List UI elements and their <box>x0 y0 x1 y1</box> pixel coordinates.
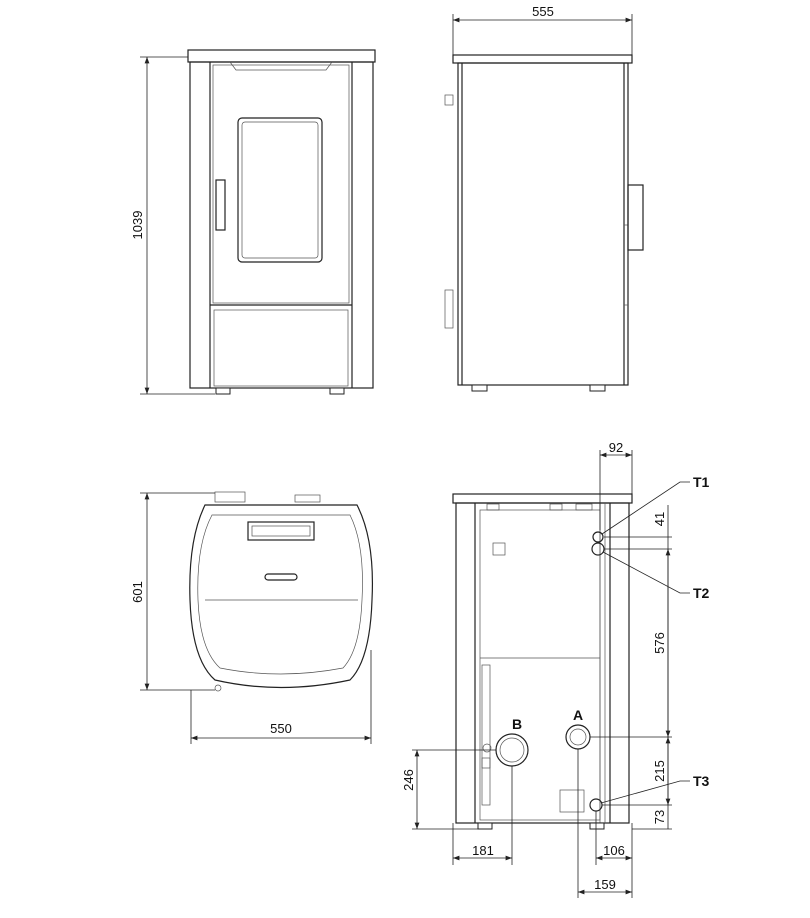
connection-t2 <box>591 542 605 556</box>
dim-t3-offset: 106 <box>603 843 625 858</box>
dim-t1-t2: 41 <box>652 512 667 526</box>
dim-b-height: 246 <box>401 769 416 791</box>
dim-a-offset: 159 <box>594 877 616 892</box>
front-view: 1039 <box>130 49 376 395</box>
dim-t2-a: 576 <box>652 632 667 654</box>
dim-height: 1039 <box>130 211 145 240</box>
connection-t1 <box>592 531 604 543</box>
foot <box>329 387 345 395</box>
dim-a-t3: 215 <box>652 760 667 782</box>
door-handle <box>215 179 226 231</box>
foot <box>215 387 231 395</box>
side-handle <box>627 184 644 251</box>
label-b: B <box>512 716 522 732</box>
dim-width: 550 <box>270 721 292 736</box>
connection-a <box>565 724 591 750</box>
connection-b <box>495 733 529 767</box>
side-view: 555 <box>444 4 644 392</box>
dim-depth: 555 <box>532 4 554 19</box>
dim-t3-height: 73 <box>652 810 667 824</box>
label-a: A <box>573 707 583 723</box>
label-t2: T2 <box>693 585 710 601</box>
dim-b-offset: 181 <box>472 843 494 858</box>
dim-top-depth: 601 <box>130 581 145 603</box>
label-t1: T1 <box>693 474 710 490</box>
top-view: 601 550 <box>130 491 373 744</box>
dim-t1-offset: 92 <box>609 440 623 455</box>
rear-view: T1 T2 T3 A B 92 41 576 215 73 246 181 <box>401 440 710 898</box>
label-t3: T3 <box>693 773 710 789</box>
